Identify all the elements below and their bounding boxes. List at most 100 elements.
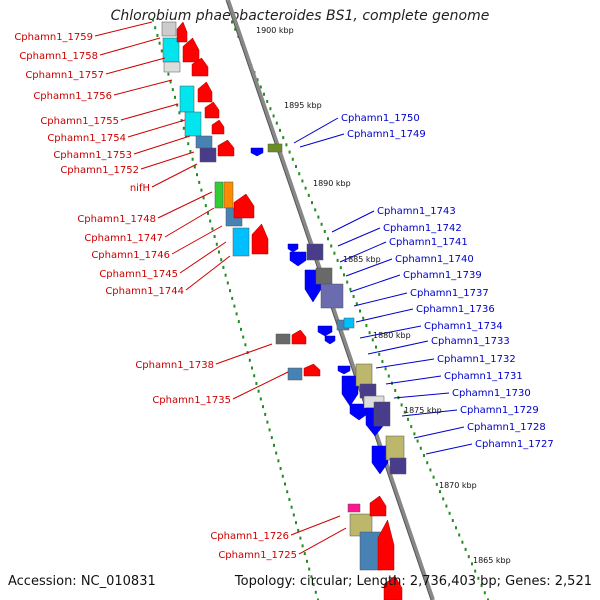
ruler-dot bbox=[174, 95, 176, 99]
leader-line-right bbox=[299, 133, 345, 148]
ruler-dot bbox=[346, 280, 349, 284]
ruler-dot bbox=[381, 360, 384, 364]
ruler-dot bbox=[371, 338, 374, 342]
ruler-dot bbox=[233, 304, 236, 308]
gene-box bbox=[306, 243, 324, 261]
ruler-dot bbox=[248, 358, 251, 362]
ruler-dot bbox=[268, 428, 271, 432]
gene-arrow-forward bbox=[251, 223, 269, 255]
leader-line-left bbox=[179, 241, 227, 274]
gene-box bbox=[223, 181, 234, 209]
ruler-dot bbox=[317, 598, 319, 600]
ruler-dot bbox=[240, 327, 242, 331]
ruler-dot bbox=[257, 389, 260, 393]
gene-arrow-reverse bbox=[341, 375, 359, 407]
ruler-dot bbox=[237, 320, 240, 324]
ruler-dot bbox=[306, 559, 308, 563]
ruler-dot bbox=[368, 331, 371, 335]
gene-label-right: Cphamn1_1749 bbox=[347, 129, 426, 140]
leader-line-right bbox=[353, 292, 408, 307]
genome-summary: Topology: circular; Length: 2,736,403 bp… bbox=[234, 574, 592, 589]
gene-arrow-forward bbox=[291, 329, 307, 345]
ruler-kbp-label: 1900 kbp bbox=[256, 26, 294, 35]
ruler-dot bbox=[439, 490, 441, 494]
leader-line-right bbox=[349, 274, 401, 293]
ruler-dot bbox=[429, 468, 432, 472]
ruler-dot bbox=[198, 180, 201, 184]
ruler-dot bbox=[464, 547, 467, 551]
gene-arrow-forward bbox=[191, 57, 209, 77]
ruler-dot bbox=[191, 157, 194, 161]
ruler-dot bbox=[419, 446, 422, 450]
ruler-dot bbox=[384, 367, 387, 371]
leader-line-left bbox=[120, 103, 179, 121]
gene-label-right: Cphamn1_1740 bbox=[395, 254, 474, 265]
gene-arrow-forward bbox=[182, 37, 200, 63]
ruler-dot bbox=[375, 345, 377, 349]
gene-label-left: Cphamn1_1759 bbox=[14, 32, 93, 43]
gene-arrow-forward bbox=[204, 101, 220, 119]
ruler-kbp-label: 1880 kbp bbox=[373, 331, 411, 340]
ruler-dot bbox=[275, 121, 278, 125]
gene-label-left: Cphamn1_1756 bbox=[33, 91, 112, 102]
ruler-dot bbox=[291, 157, 294, 161]
gene-label-left: Cphamn1_1746 bbox=[91, 250, 170, 261]
ruler-dot bbox=[480, 584, 483, 588]
ruler-dot bbox=[387, 374, 390, 378]
ruler-dot bbox=[349, 287, 352, 291]
ruler-dot bbox=[330, 244, 333, 248]
leader-line-right bbox=[293, 117, 339, 144]
gene-label-left: Cphamn1_1747 bbox=[84, 233, 163, 244]
ruler-kbp-label: 1895 kbp bbox=[284, 101, 322, 110]
gene-label-left: Cphamn1_1757 bbox=[25, 70, 104, 81]
gene-arrow-forward bbox=[383, 575, 403, 600]
gene-arrow-forward bbox=[176, 21, 188, 43]
gene-box bbox=[184, 111, 202, 137]
ruler-dot bbox=[413, 432, 416, 436]
ruler-dot bbox=[317, 215, 320, 219]
ruler-dot bbox=[323, 230, 326, 234]
ruler-dot bbox=[158, 41, 161, 45]
ruler-kbp-label: 1885 kbp bbox=[343, 255, 381, 264]
gene-box bbox=[347, 503, 361, 513]
leader-line-left bbox=[140, 151, 195, 170]
ruler-dot bbox=[282, 136, 285, 140]
ruler-dot bbox=[272, 114, 275, 118]
ruler-dot bbox=[403, 410, 406, 414]
leader-line-left bbox=[157, 191, 213, 219]
ruler-dot bbox=[394, 388, 397, 392]
gene-arrow-reverse bbox=[287, 243, 299, 253]
ruler-dot bbox=[279, 128, 281, 132]
ruler-dot bbox=[343, 273, 345, 277]
ruler-dot bbox=[242, 335, 245, 339]
ruler-dot bbox=[487, 598, 489, 600]
leader-line-left bbox=[94, 21, 153, 37]
gene-label-right: Cphamn1_1730 bbox=[452, 388, 531, 399]
gene-label-left: Cphamn1_1726 bbox=[210, 531, 289, 542]
gene-box bbox=[385, 435, 405, 461]
gene-arrow-forward bbox=[233, 193, 255, 219]
gene-arrow-reverse bbox=[337, 365, 351, 375]
ruler-dot bbox=[284, 482, 286, 486]
ruler-dot bbox=[451, 519, 454, 523]
ruler-dot bbox=[213, 235, 216, 239]
ruler-dot bbox=[426, 461, 429, 465]
gene-label-right: Cphamn1_1750 bbox=[341, 113, 420, 124]
gene-label-right: Cphamn1_1733 bbox=[431, 336, 510, 347]
ruler-dot bbox=[255, 381, 258, 385]
ruler-dot bbox=[182, 126, 185, 130]
ruler-dot bbox=[432, 475, 435, 479]
leader-line-left bbox=[171, 225, 223, 255]
gene-box bbox=[315, 267, 333, 285]
leader-line-left bbox=[151, 163, 198, 188]
gene-arrow-reverse bbox=[250, 147, 264, 157]
ruler-dot bbox=[297, 528, 300, 532]
gene-box bbox=[389, 457, 407, 475]
ruler-dot bbox=[259, 85, 262, 89]
ruler-dot bbox=[269, 107, 272, 111]
ruler-dot bbox=[295, 165, 297, 168]
ruler-dot bbox=[251, 366, 253, 370]
gene-box bbox=[343, 317, 355, 329]
